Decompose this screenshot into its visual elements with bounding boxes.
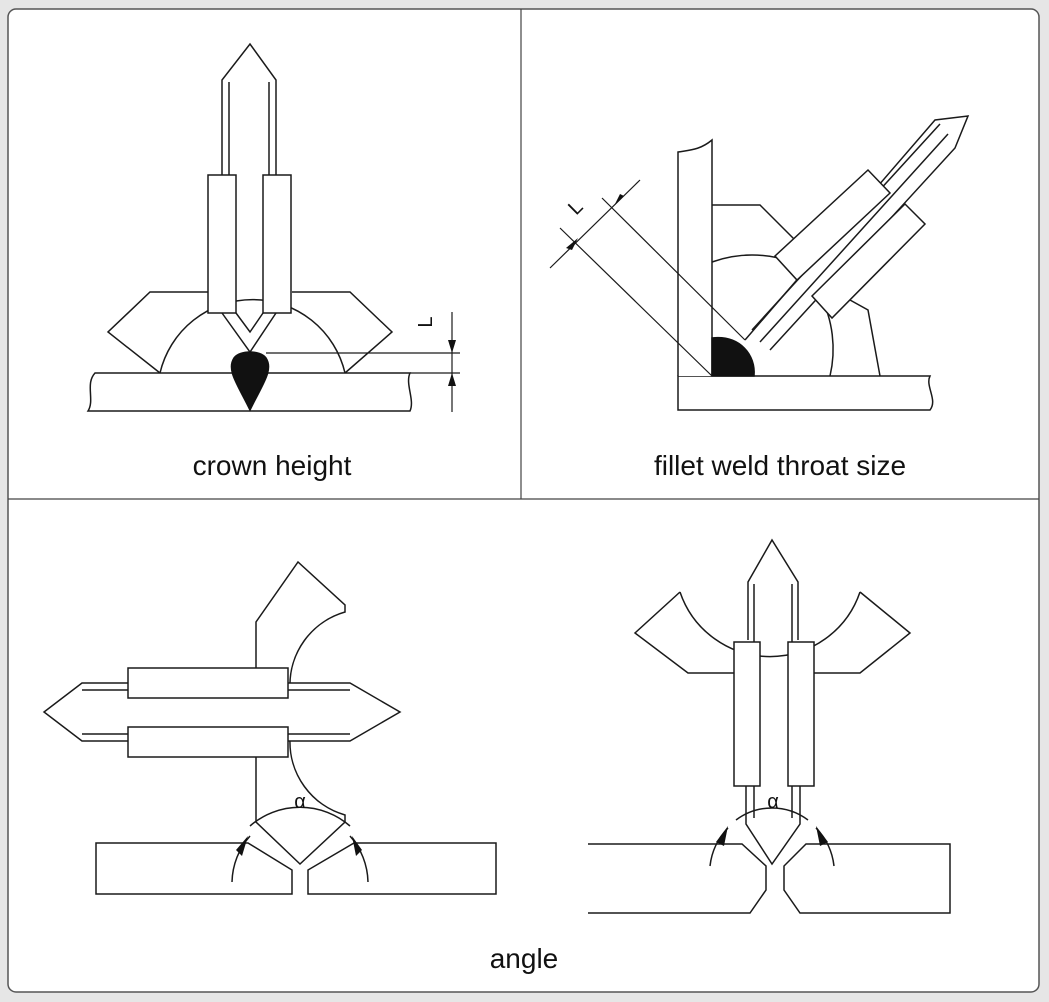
gauge-body-lower: [255, 738, 346, 866]
slide-right: [262, 174, 292, 314]
horizontal-plate: [677, 375, 934, 411]
caption-crown-height: crown height: [193, 450, 352, 481]
base-plate-right-2: [783, 843, 951, 914]
pointer-shaft-2: [747, 538, 799, 640]
angle-arc-inner: [249, 806, 351, 827]
slide-upper: [773, 168, 892, 282]
angle-figure-right: [588, 538, 951, 914]
fillet-weld-figure: [549, 115, 970, 411]
angle-arc-2: [735, 807, 809, 821]
gauge-arc: [159, 298, 346, 374]
base-plate-left-2: [588, 843, 767, 914]
slide-left: [207, 174, 237, 314]
gauge-body: [712, 204, 881, 377]
pointer-shaft: [221, 42, 277, 175]
caption-fillet-weld: fillet weld throat size: [654, 450, 906, 481]
slide-right-2: [787, 641, 815, 787]
angle-figure-left: [42, 560, 497, 895]
dim-line-throat: [549, 179, 641, 269]
alpha-symbol-right: α: [767, 791, 779, 813]
gauge-wings-2: [633, 591, 912, 674]
slide-bottom: [127, 726, 289, 758]
alpha-symbol-left: α: [294, 791, 306, 813]
caption-angle: angle: [490, 943, 559, 974]
gauge-body-upper: [255, 560, 346, 689]
weld-bead: [230, 351, 270, 412]
slide-top: [127, 667, 289, 699]
slide-left-2: [733, 641, 761, 787]
fillet-bead: [711, 337, 755, 377]
slide-lower: [810, 202, 927, 320]
crown-length-symbol: L: [415, 316, 437, 327]
crown-height-figure: [86, 42, 460, 412]
vertical-plate: [677, 138, 713, 376]
base-plate-right: [307, 842, 497, 895]
base-plate-left: [95, 842, 293, 895]
